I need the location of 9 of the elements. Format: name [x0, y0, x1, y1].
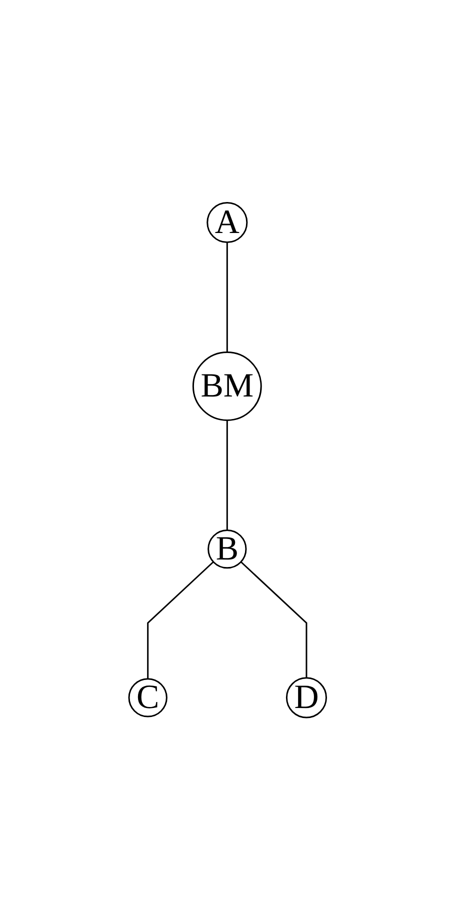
node-circle: C: [128, 678, 168, 718]
connector: [146, 561, 214, 679]
connector: [226, 242, 228, 352]
node-circle: BM: [192, 351, 262, 421]
connector: [240, 561, 308, 678]
node-circle: B: [207, 529, 247, 569]
node-circle: D: [286, 677, 327, 718]
node-circle: A: [206, 202, 248, 243]
connector: [226, 420, 228, 530]
